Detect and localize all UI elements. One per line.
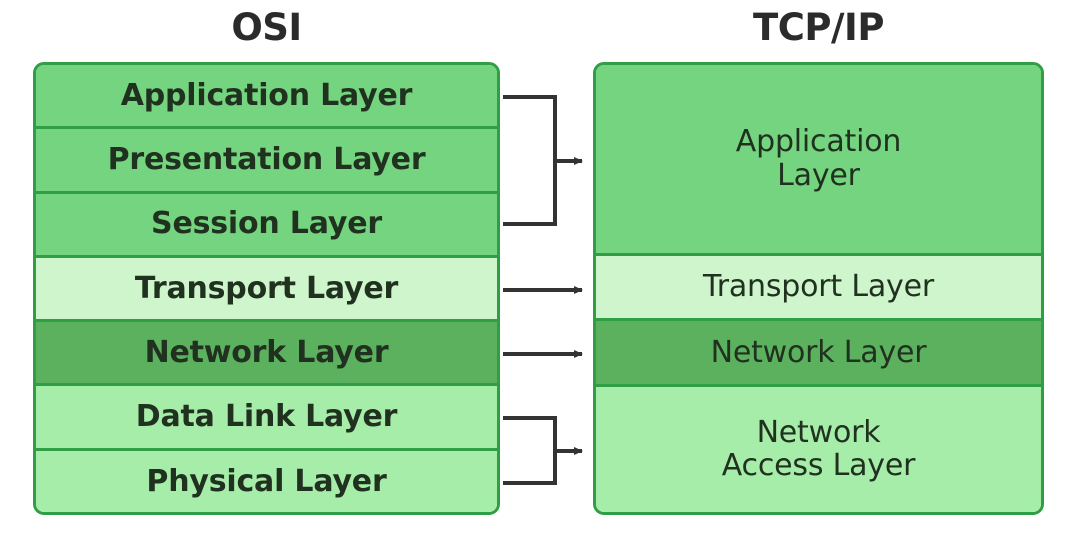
osi-layer[interactable]: Physical Layer — [36, 450, 497, 512]
application-mapping-connector — [503, 95, 583, 226]
osi-column-title: OSI — [231, 6, 302, 49]
tcpip-layer-label: Network Layer — [710, 334, 927, 370]
osi-layer-label: Physical Layer — [146, 463, 387, 499]
osi-layer-label: Network Layer — [144, 334, 389, 370]
tcpip-layer-label: Application Layer — [735, 124, 902, 193]
osi-layer[interactable]: Application Layer — [36, 65, 497, 130]
osi-layer[interactable]: Session Layer — [36, 193, 497, 258]
osi-layer[interactable]: Data Link Layer — [36, 386, 497, 451]
osi-layer-label: Presentation Layer — [107, 142, 426, 178]
tcpip-layer[interactable]: Application Layer — [596, 65, 1041, 256]
osi-layer[interactable]: Transport Layer — [36, 257, 497, 323]
tcpip-layer-label: Transport Layer — [703, 269, 934, 305]
tcpip-layer-label: Network Access Layer — [721, 414, 916, 484]
osi-layer-label: Data Link Layer — [135, 399, 398, 435]
osi-layer-label: Session Layer — [151, 206, 382, 242]
tcpip-layer[interactable]: Network Access Layer — [596, 386, 1041, 512]
network-access-mapping-connector — [503, 416, 583, 485]
tcpip-layer[interactable]: Transport Layer — [596, 255, 1041, 322]
osi-layer[interactable]: Presentation Layer — [36, 129, 497, 194]
tcpip-column-title: TCP/IP — [753, 6, 884, 49]
osi-layer-label: Application Layer — [120, 77, 413, 113]
tcpip-layer[interactable]: Network Layer — [596, 321, 1041, 387]
osi-layer[interactable]: Network Layer — [36, 322, 497, 387]
osi-layer-label: Transport Layer — [134, 270, 399, 306]
